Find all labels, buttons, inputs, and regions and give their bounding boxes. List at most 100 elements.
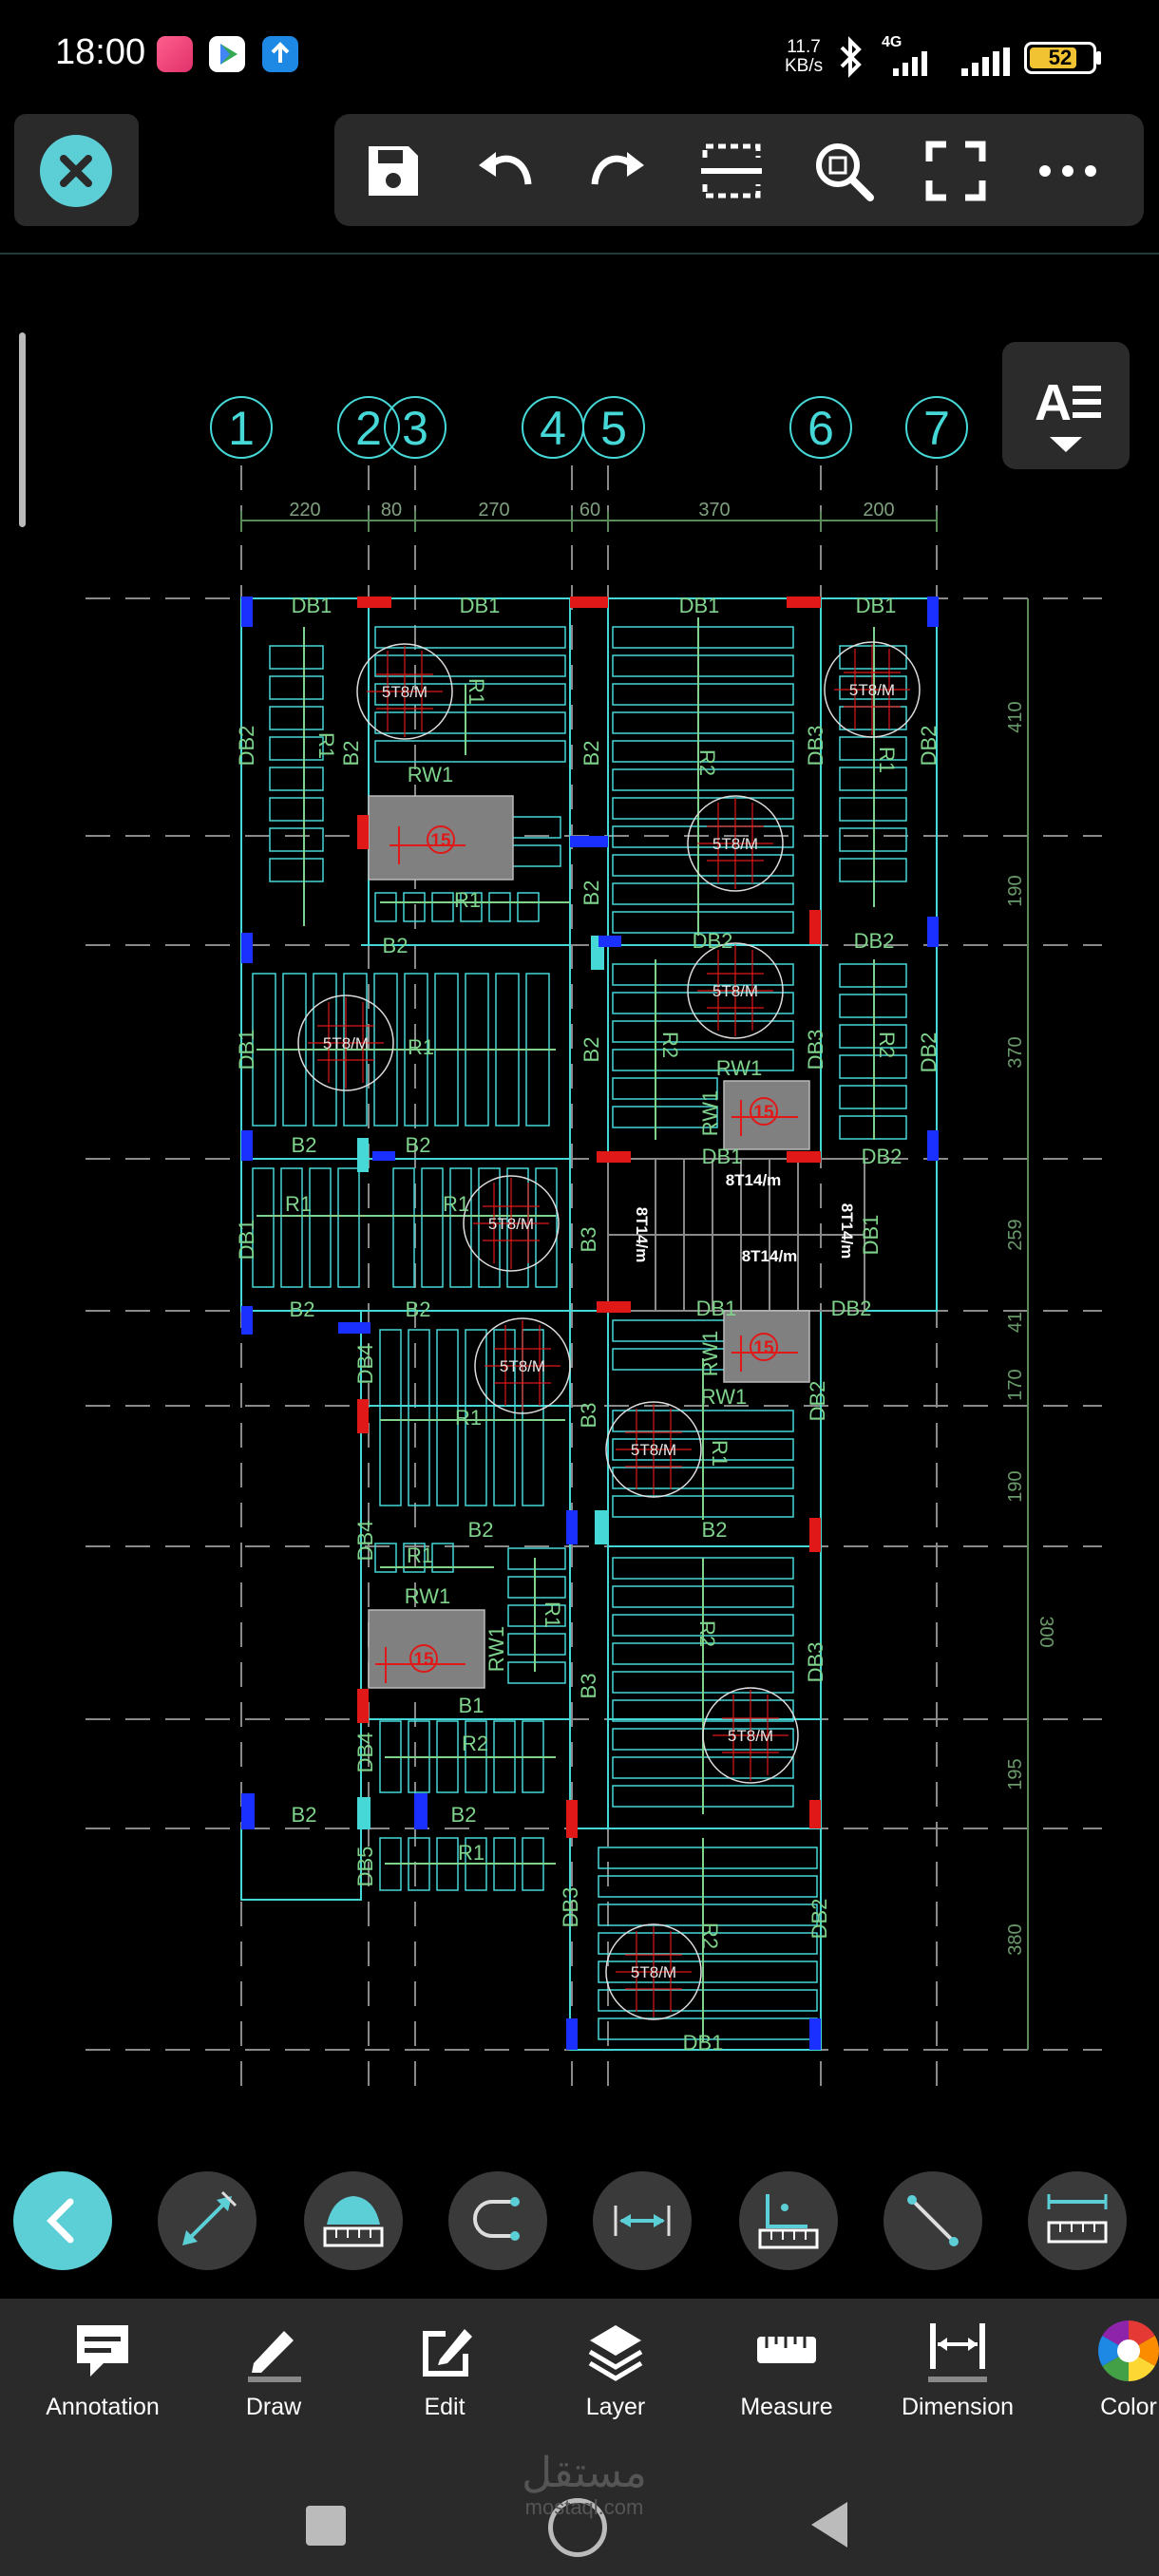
dim-right-10: 380 [1005,1923,1026,1955]
bluetooth-icon [840,36,862,78]
label-db1-j: DB1 [683,2031,724,2055]
menu-dimension[interactable]: Dimension [872,2299,1043,2441]
label-r1-j: R1 [407,1544,433,1567]
label-rw1-g: RW1 [484,1626,508,1673]
scroll-indicator[interactable] [19,332,26,527]
stair-rebar-4: 8T14/m [838,1203,856,1260]
menu-draw[interactable]: Draw [188,2299,359,2441]
menu-layer[interactable]: Layer [530,2299,701,2441]
save-icon [369,146,418,196]
arc-measure-button[interactable] [448,2171,547,2270]
stair-rebar-1: 8T14/m [726,1171,782,1189]
label-db1-h: DB1 [859,1215,883,1256]
drawing-canvas[interactable]: 1 2 3 4 5 6 7 220 80 270 60 370 200 410 [0,255,1159,2143]
ruler-measure-button[interactable] [1028,2171,1127,2270]
text-style-button[interactable]: A [1002,342,1130,469]
undo-button[interactable] [467,133,543,209]
label-r2-e: R2 [462,1732,488,1755]
close-icon [60,155,92,187]
label-db1-g: DB1 [235,1220,258,1260]
redo-icon [591,152,644,185]
menu-edit[interactable]: Edit [359,2299,530,2441]
area-measure-button[interactable] [304,2171,403,2270]
label-rw1-f: RW1 [405,1584,451,1608]
home-button[interactable] [548,2498,607,2557]
annotation-icon [77,2325,128,2377]
label-db3-b: DB3 [804,1030,827,1070]
label-db2-d: DB2 [854,929,895,953]
floor-plan-drawing[interactable]: 1 2 3 4 5 6 7 220 80 270 60 370 200 410 [0,255,1159,2143]
zoom-window-button[interactable] [806,133,882,209]
label-r1-d: R1 [454,888,481,912]
label-db3-c: DB3 [804,1642,827,1683]
dim-top-4: 60 [580,500,600,521]
coordinate-measure-button[interactable] [739,2171,838,2270]
more-button[interactable] [1030,133,1106,209]
label-db1-c: DB1 [679,594,720,617]
void-boxes [368,795,810,1689]
column-markers [241,597,939,2050]
rebar-text-7: 5T8/M [500,1357,545,1375]
label-db1-e: DB1 [235,1030,258,1070]
linear-measure-button[interactable] [593,2171,692,2270]
label-b2-d: B2 [383,934,408,957]
redo-button[interactable] [580,133,656,209]
close-button[interactable] [40,135,112,207]
watermark-text: مستقل [522,2450,647,2496]
axis-bubble-3 [384,396,446,459]
select-region-icon [701,143,762,199]
label-r1-a: R1 [314,732,338,759]
aligned-dimension-icon [182,2190,238,2245]
label-rw1-d: RW1 [698,1331,722,1377]
menu-measure[interactable]: Measure [701,2299,872,2441]
vertical-grid-lines [240,465,938,2099]
label-b2-i: B2 [406,1297,431,1321]
battery-tip [1096,51,1101,65]
rebar-text-1: 5T8/M [382,683,428,701]
rebar-text-3: 5T8/M [712,835,758,853]
select-region-button[interactable] [694,133,770,209]
void-box-3 [723,1310,810,1383]
beam-labels: DB1 DB1 DB1 DB1 DB2 R1 B2 R1 RW1 B2 R2 D… [235,594,940,2055]
right-dimension-labels: 410 190 370 259 41 170 190 300 195 380 [1005,701,1056,1955]
label-db4-b: DB4 [353,1521,377,1562]
collapse-tools-button[interactable] [13,2171,112,2270]
void-markers [375,825,798,1683]
layers-icon [588,2325,643,2381]
fullscreen-button[interactable] [918,133,994,209]
label-db5-a: DB5 [353,1847,377,1887]
menu-edit-label: Edit [424,2394,466,2420]
label-db1-a: DB1 [292,594,332,617]
dim-top-2: 80 [381,500,402,521]
navigation-bar [0,2441,1159,2576]
void-label-2: 15 [753,1103,774,1123]
dim-right-7: 190 [1005,1470,1026,1502]
axis-label-1: 1 [228,402,255,455]
label-b2-e: B2 [580,1037,603,1063]
label-db1-b: DB1 [460,594,501,617]
aligned-measure-button[interactable] [158,2171,256,2270]
label-r2-f: R2 [698,1923,722,1949]
menu-annotation[interactable]: Annotation [17,2299,188,2441]
label-b2-c: B2 [580,881,603,906]
label-r1-i: R1 [708,1440,732,1467]
top-toolbar [334,114,1144,226]
back-button[interactable] [808,2498,855,2551]
label-b3-a: B3 [577,1227,600,1253]
dimension-icon [928,2323,987,2382]
label-db2-h: DB2 [806,1381,829,1422]
text-style-icon: A [1035,374,1101,452]
label-b2-j: B2 [468,1518,494,1542]
label-b2-a: B2 [339,741,363,767]
void-box-4 [368,1609,485,1689]
label-db1-f: DB1 [702,1145,743,1168]
distance-measure-button[interactable] [884,2171,982,2270]
camera-app-icon [157,36,193,72]
menu-color[interactable]: Color [1043,2299,1159,2441]
rebar-circle-8 [605,1401,702,1498]
recent-apps-button[interactable] [306,2506,346,2546]
save-button[interactable] [355,133,431,209]
arc-length-icon [473,2197,520,2241]
coordinate-measure-icon [758,2194,819,2249]
rebar-text-6: 5T8/M [488,1215,534,1233]
